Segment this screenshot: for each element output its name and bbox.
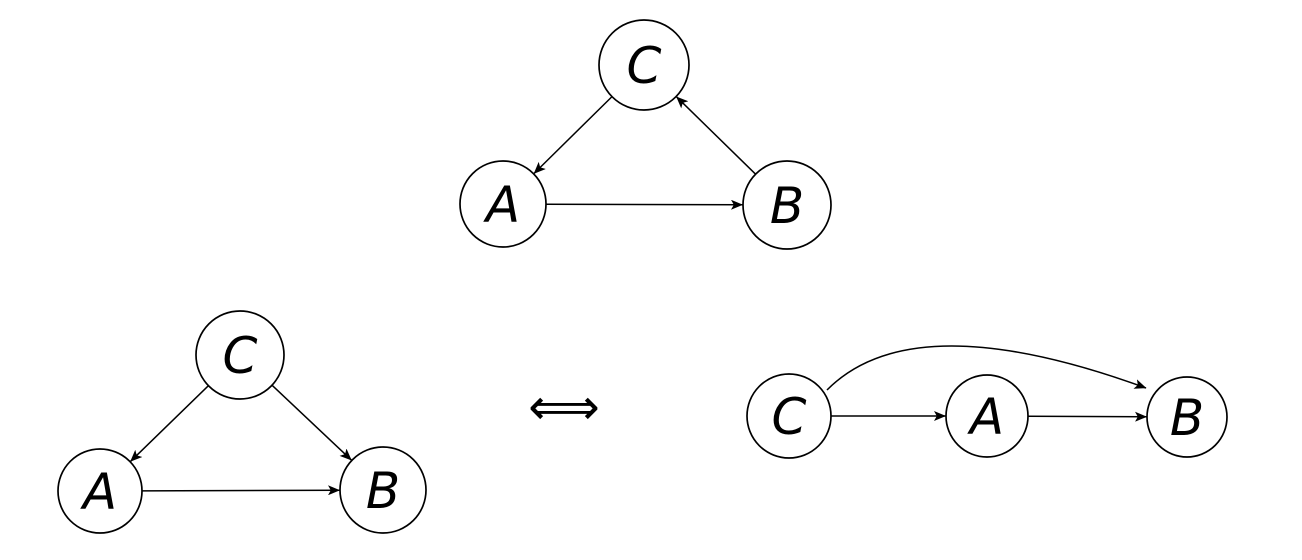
graph-cyclic-triangle: C A B xyxy=(459,19,832,250)
node-label-chain-with-arc-A: A xyxy=(967,388,1004,446)
edge-fork-triangle-C-to-A xyxy=(129,385,209,462)
graph-fork-triangle: C A B xyxy=(57,310,427,534)
node-cyclic-triangle-B xyxy=(742,160,832,250)
node-label-fork-triangle-A: A xyxy=(80,463,117,521)
node-label-cyclic-triangle-B: B xyxy=(770,177,804,235)
node-chain-with-arc-B xyxy=(1146,376,1228,458)
edge-chain-with-arc-A-to-B xyxy=(1027,411,1147,422)
equivalence-symbol: ⟺ xyxy=(528,378,600,436)
edge-cyclic-triangle-B-to-C xyxy=(675,96,757,175)
edge-chain-with-arc-C-to-B xyxy=(826,345,1147,391)
node-fork-triangle-B xyxy=(339,446,427,534)
node-fork-triangle-A xyxy=(57,448,143,534)
node-cyclic-triangle-C xyxy=(598,19,690,111)
node-label-chain-with-arc-C: C xyxy=(772,388,807,446)
node-cyclic-triangle-A xyxy=(459,160,547,248)
node-label-fork-triangle-C: C xyxy=(223,327,258,385)
edge-cyclic-triangle-A-to-B xyxy=(545,199,743,210)
node-label-chain-with-arc-B: B xyxy=(1170,389,1204,447)
edge-fork-triangle-A-to-B xyxy=(141,485,340,496)
node-label-fork-triangle-B: B xyxy=(366,462,400,520)
edge-fork-triangle-C-to-B xyxy=(271,384,352,461)
node-fork-triangle-C xyxy=(195,310,285,400)
edge-cyclic-triangle-C-to-A xyxy=(533,96,613,175)
node-chain-with-arc-A xyxy=(945,374,1029,458)
node-label-cyclic-triangle-A: A xyxy=(483,176,520,234)
node-label-cyclic-triangle-C: C xyxy=(627,37,662,95)
